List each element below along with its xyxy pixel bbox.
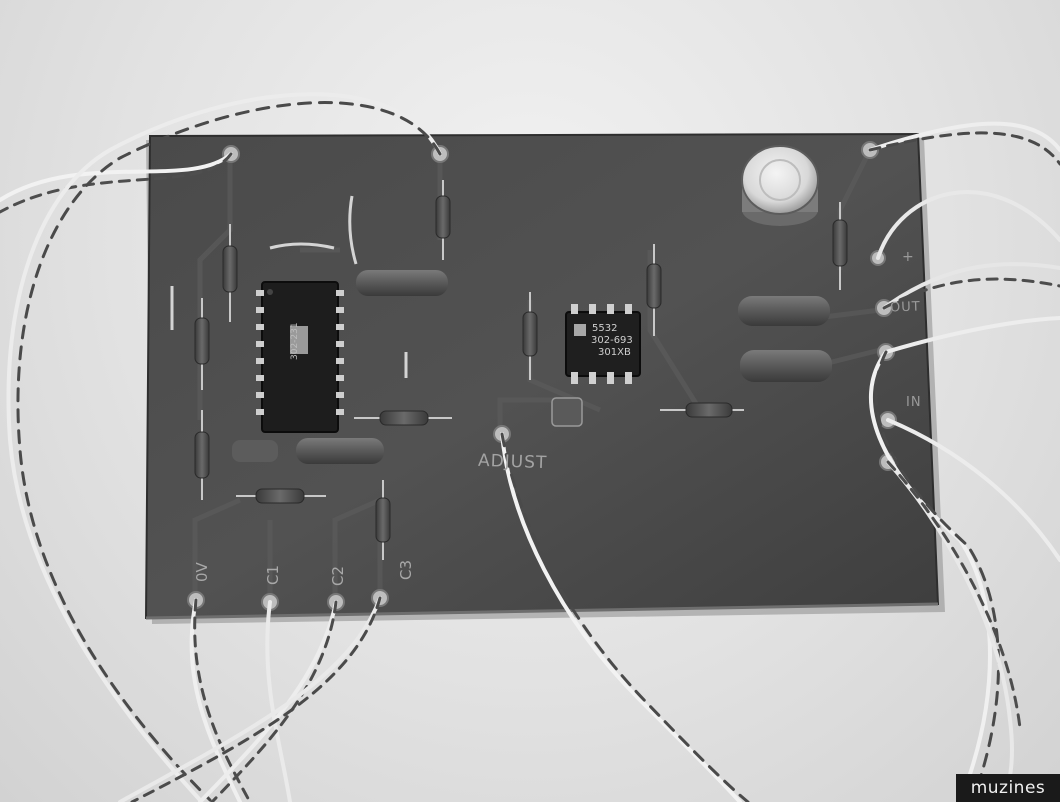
- pcb-edge: [145, 602, 939, 620]
- ic1-chip: [256, 281, 344, 433]
- electrolytic-capacitor: [741, 145, 819, 226]
- ic2-marking-line3: 301XB: [598, 347, 631, 358]
- flying-wires: [0, 92, 1060, 802]
- board-label-plus: +: [902, 249, 915, 265]
- board-label-0v: 0V: [193, 562, 211, 582]
- muzines-watermark: muzines: [956, 774, 1060, 802]
- film-capacitors: [232, 270, 832, 464]
- resistor-bodies-horizontal: [255, 402, 733, 504]
- ic2-chip: [565, 304, 641, 384]
- wire-links: [170, 195, 408, 378]
- board-label-c2: C2: [329, 565, 347, 586]
- board-label-out: OUT: [889, 299, 921, 316]
- board-label-in: IN: [906, 395, 922, 410]
- ic2-marking-line2: 302-693: [591, 335, 633, 346]
- resistor-bodies-vertical: [194, 195, 848, 543]
- ic2-marking-line1: 5532: [592, 323, 618, 334]
- ic1-marking: 302-231: [290, 322, 300, 360]
- board-label-adjust: ADJUST: [477, 450, 548, 474]
- board-label-c1: C1: [264, 564, 282, 585]
- board-label-c3: C3: [397, 559, 415, 580]
